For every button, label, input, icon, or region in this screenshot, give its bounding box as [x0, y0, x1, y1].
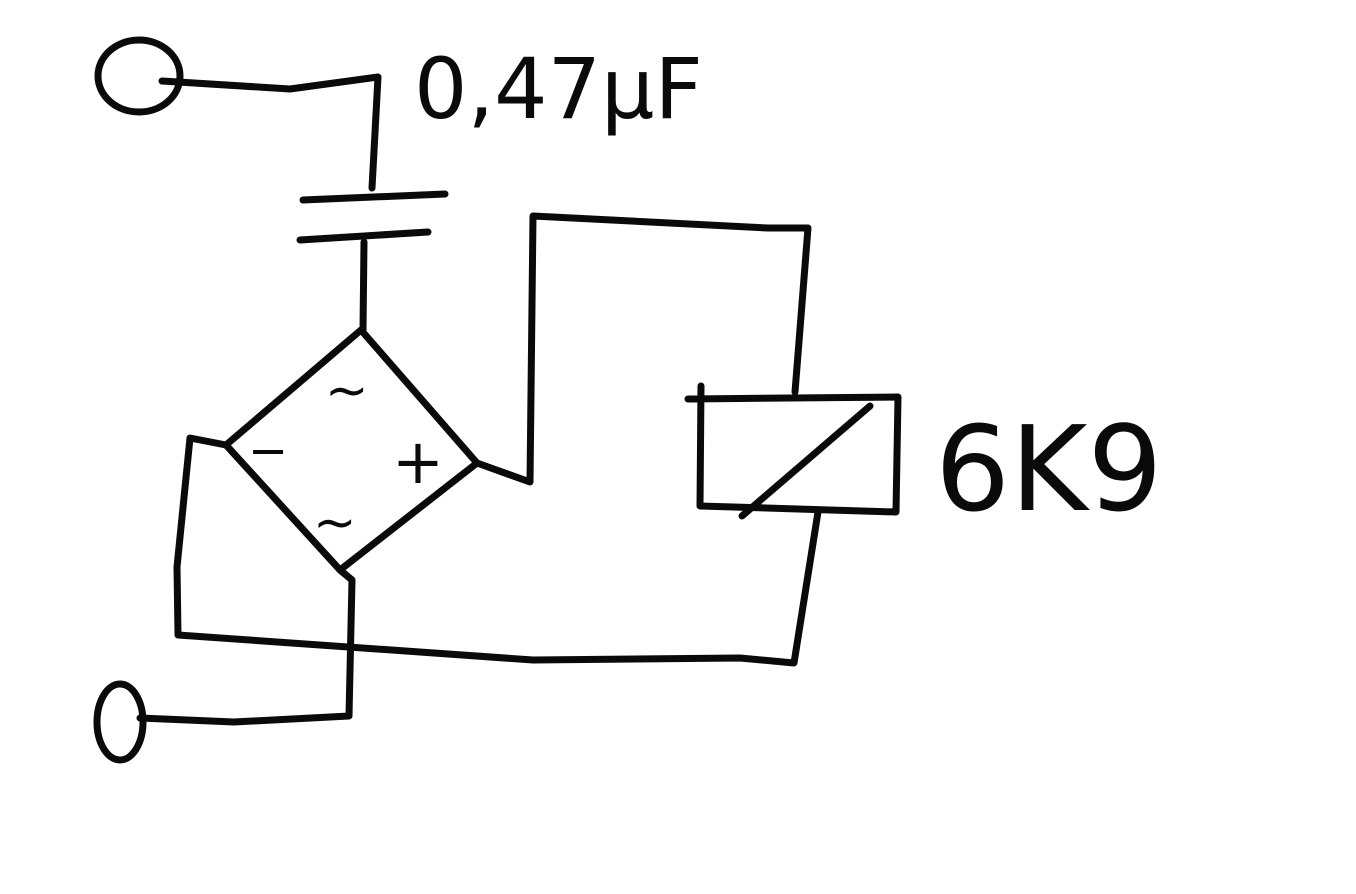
capacitor [296, 190, 449, 244]
wire-bridge-to-terminal [136, 566, 356, 726]
input-terminal-top [94, 36, 184, 116]
bridge-positive-label: + [392, 425, 444, 498]
capacitor-value-label: 0,47μF [414, 40, 703, 138]
relay-coil-value-label: 6K9 [935, 400, 1163, 538]
wire-terminal-to-capacitor [158, 73, 382, 192]
relay-coil [684, 382, 902, 516]
bridge-ac-bottom-label: ~ [313, 493, 357, 553]
wire-relay-to-negative [173, 434, 822, 667]
bridge-negative-label: − [248, 423, 288, 479]
wire-positive-to-relay [473, 212, 812, 486]
wire-capacitor-to-bridge [359, 238, 368, 334]
input-terminal-bottom [93, 680, 147, 764]
bridge-ac-top-label: ~ [325, 361, 369, 421]
capacitor-plate-bottom [296, 228, 432, 244]
relay-coil-diagonal [738, 402, 874, 520]
capacitor-plate-top [299, 190, 449, 204]
